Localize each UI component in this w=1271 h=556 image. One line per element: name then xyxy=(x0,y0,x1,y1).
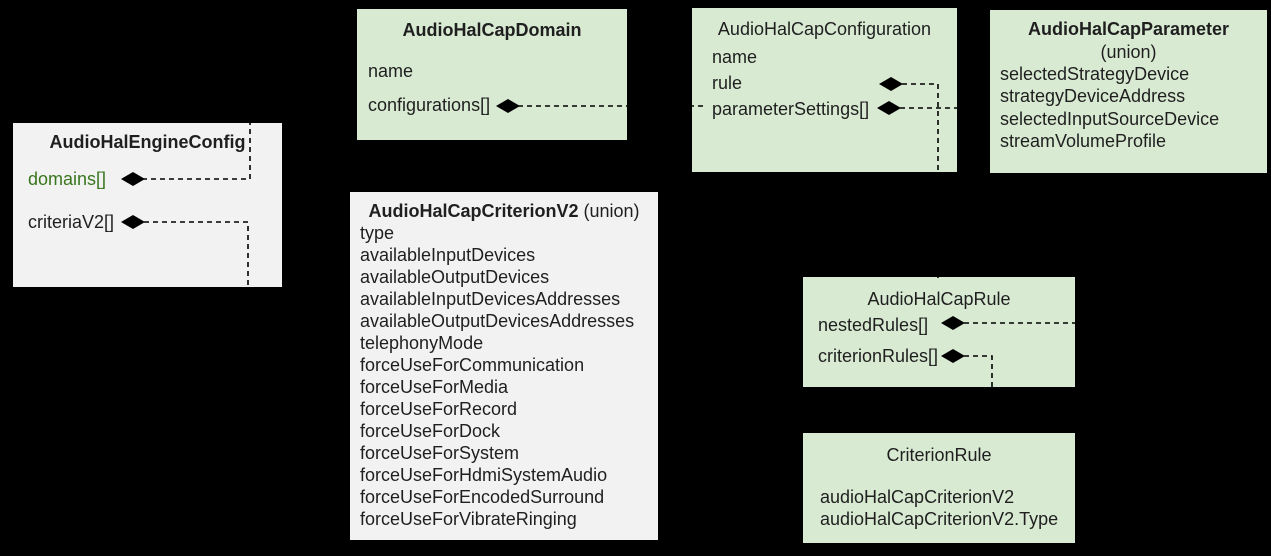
class-box-audiohalengineconfig: AudioHalEngineConfig domains[] criteriaV… xyxy=(13,123,282,287)
class-subtitle-union: (union) xyxy=(1100,42,1157,62)
field-selectedinputsourcedevice: selectedInputSourceDevice xyxy=(1000,109,1220,129)
field-forceusefordock: forceUseForDock xyxy=(360,421,501,441)
class-title: AudioHalCapCriterionV2 (union) xyxy=(350,201,658,221)
field-forceuseforrecord: forceUseForRecord xyxy=(360,399,518,419)
class-title: AudioHalCapDomain xyxy=(402,20,582,40)
field-forceuseforencodedsurround: forceUseForEncodedSurround xyxy=(360,487,605,507)
field-audiohalcapcriterionv2: audioHalCapCriterionV2 xyxy=(820,487,1015,507)
class-title: CriterionRule xyxy=(886,445,992,465)
field-audiohalcapcriterionv2-type: audioHalCapCriterionV2.Type xyxy=(820,509,1059,529)
class-box-audiohalcaprule: AudioHalCapRule nestedRules[] criterionR… xyxy=(803,277,1075,387)
field-strategydeviceaddress: strategyDeviceAddress xyxy=(1000,86,1186,106)
class-box-criterionrule: CriterionRule audioHalCapCriterionV2 aud… xyxy=(803,433,1075,543)
class-subtitle-union: (union) xyxy=(583,201,640,221)
field-availableinputdevicesaddresses: availableInputDevicesAddresses xyxy=(360,289,621,309)
field-forceuseforhdmisystemaudio: forceUseForHdmiSystemAudio xyxy=(360,465,608,485)
field-forceuseforsystem: forceUseForSystem xyxy=(360,443,520,463)
class-title: AudioHalCapRule xyxy=(867,289,1011,309)
field-configurations: configurations[] xyxy=(368,95,491,115)
class-title: AudioHalCapConfiguration xyxy=(717,19,932,39)
field-type: type xyxy=(360,223,395,243)
field-name: name xyxy=(712,47,758,67)
field-streamvolumeprofile: streamVolumeProfile xyxy=(1000,131,1167,151)
class-box-audiohalcapcriterionv2: AudioHalCapCriterionV2 (union) type avai… xyxy=(350,192,658,540)
field-criteriav2: criteriaV2[] xyxy=(28,212,115,232)
field-availableinputdevices: availableInputDevices xyxy=(360,245,536,265)
field-availableoutputdevices: availableOutputDevices xyxy=(360,267,550,287)
field-telephonymode: telephonyMode xyxy=(360,333,484,353)
field-forceuseforcommunication: forceUseForCommunication xyxy=(360,355,585,375)
field-rule: rule xyxy=(712,73,743,93)
field-availableoutputdevicesaddresses: availableOutputDevicesAddresses xyxy=(360,311,635,331)
field-nestedrules: nestedRules[] xyxy=(818,315,929,335)
field-forceuseformedia: forceUseForMedia xyxy=(360,377,509,397)
class-title-name: AudioHalCapCriterionV2 xyxy=(368,201,579,221)
field-selectedstrategydevice: selectedStrategyDevice xyxy=(1000,64,1190,84)
field-name: name xyxy=(368,61,414,81)
class-box-audiohalcapconfiguration: AudioHalCapConfiguration name rule param… xyxy=(692,8,957,172)
class-box-audiohalcapdomain: AudioHalCapDomain name configurations[] xyxy=(357,9,627,140)
class-title: AudioHalCapParameter xyxy=(1027,19,1230,39)
field-parametersettings: parameterSettings[] xyxy=(712,99,870,119)
field-criterionrules: criterionRules[] xyxy=(818,346,939,366)
class-box-audiohalcapparameter: AudioHalCapParameter (union) selectedStr… xyxy=(990,10,1267,173)
class-title: AudioHalEngineConfig xyxy=(49,132,246,152)
field-domains: domains[] xyxy=(28,169,107,189)
field-forceuseforvibrateringing: forceUseForVibrateRinging xyxy=(360,509,577,529)
